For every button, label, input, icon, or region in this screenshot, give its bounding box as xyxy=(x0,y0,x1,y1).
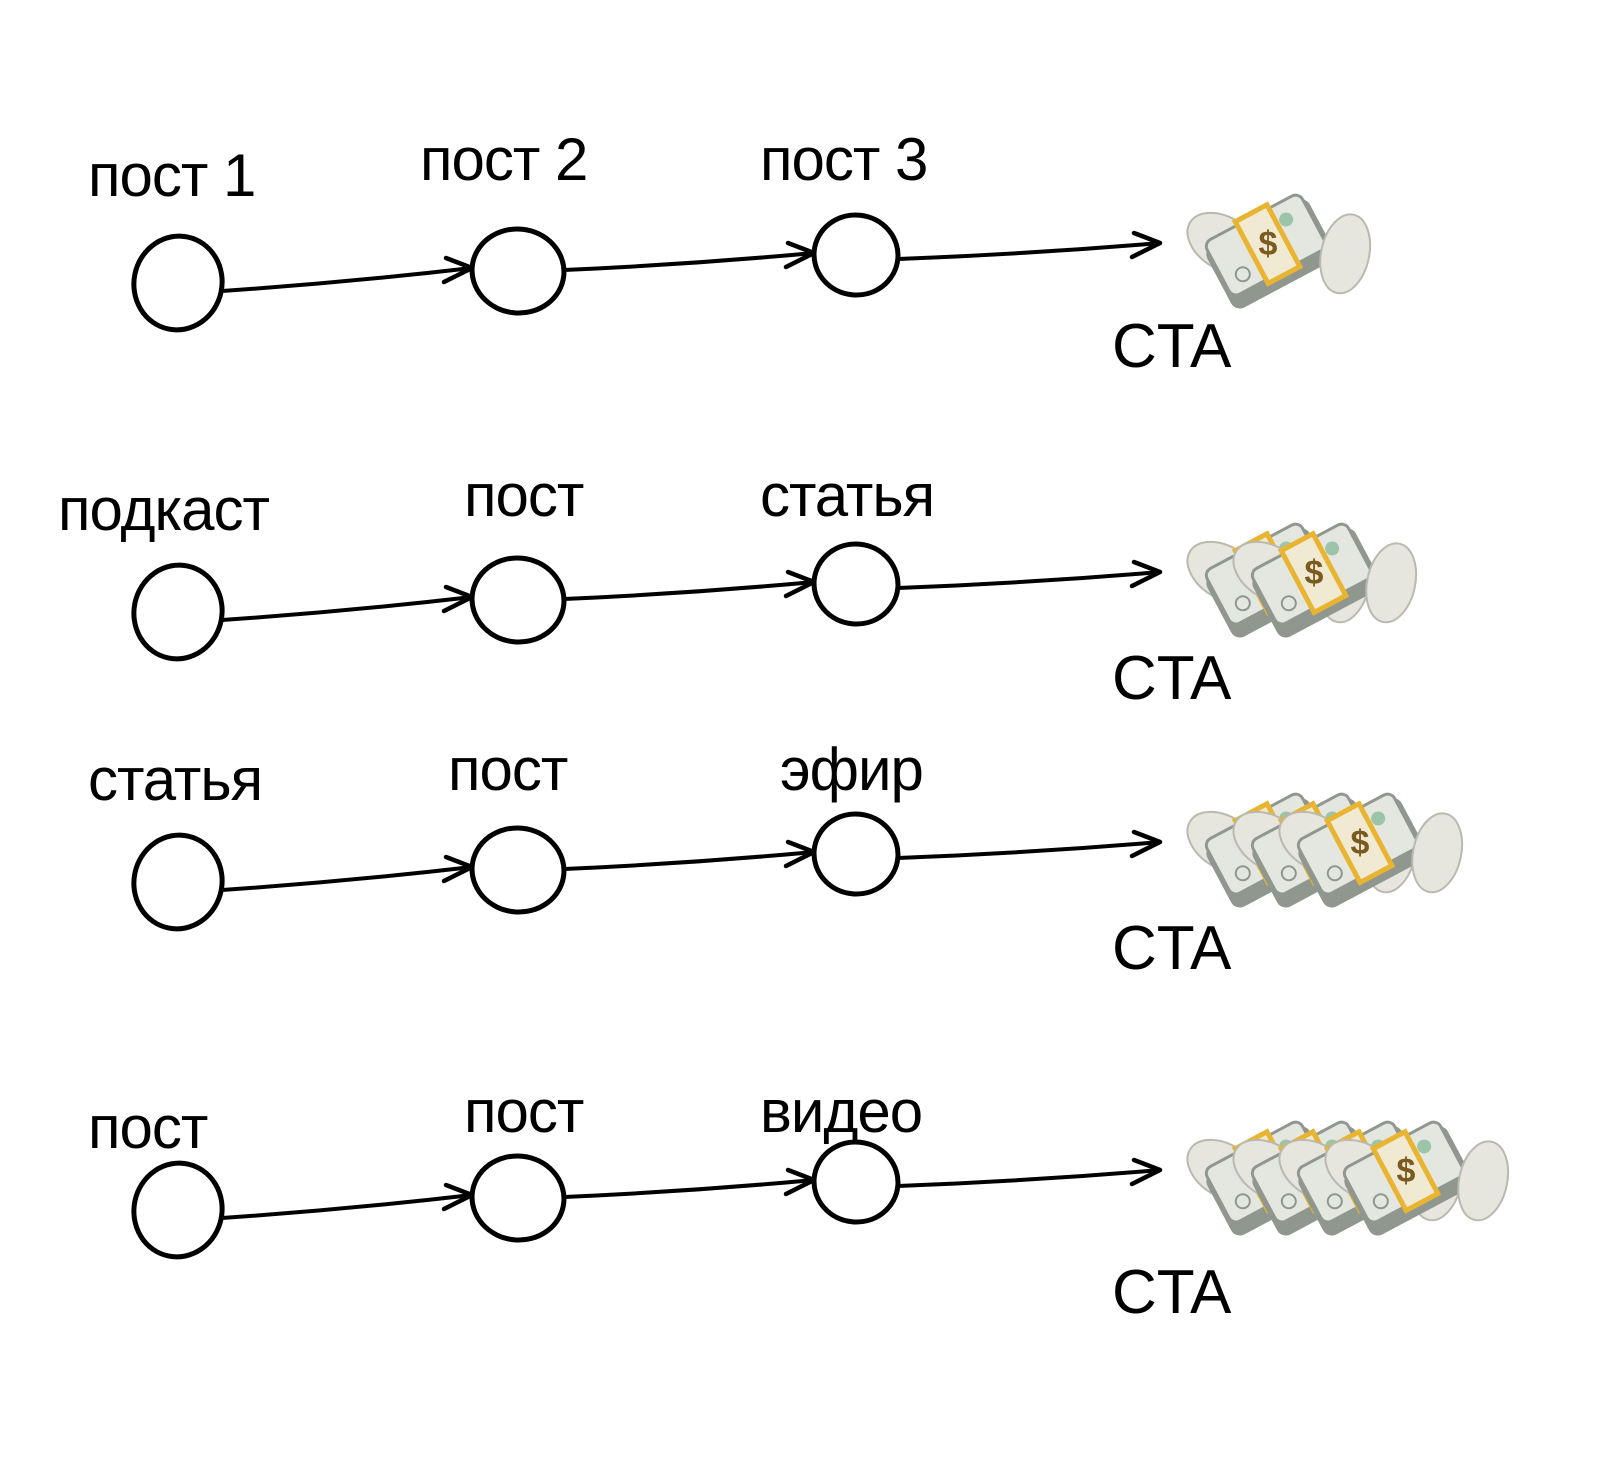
step-label-1-1: пост 1 xyxy=(88,142,256,209)
step-node-3-1 xyxy=(131,832,225,932)
arrowhead-icon xyxy=(441,584,475,614)
step-node-2-3 xyxy=(811,541,901,627)
funnel-row-4-graphics: $$$$ xyxy=(131,1120,1510,1260)
step-label-4-3: видео xyxy=(760,1078,923,1145)
svg-text:$: $ xyxy=(1305,554,1324,592)
cta-label-1: CTA xyxy=(1112,312,1232,381)
step-label-3-2: пост xyxy=(448,736,568,803)
cta-label-2: CTA xyxy=(1112,644,1232,713)
step-label-4-1: пост xyxy=(88,1094,208,1161)
money-with-wings-icon: $ xyxy=(1186,193,1372,309)
connector-arrow-2-2 xyxy=(562,580,816,601)
funnel-row-3-graphics: $$$ xyxy=(131,792,1464,932)
arrowhead-icon xyxy=(1129,559,1163,589)
connector-arrow-3-2 xyxy=(562,850,816,871)
cta-label-4: CTA xyxy=(1112,1258,1232,1327)
arrowhead-icon xyxy=(783,1167,817,1197)
cta-label-3: CTA xyxy=(1112,914,1232,983)
svg-text:$: $ xyxy=(1397,1152,1416,1190)
funnel-row-1-graphics: $ xyxy=(131,193,1372,333)
step-node-2-1 xyxy=(131,562,225,662)
step-node-1-1 xyxy=(131,233,225,333)
step-node-1-3 xyxy=(811,212,901,298)
arrowhead-icon xyxy=(783,839,817,869)
svg-text:$: $ xyxy=(1259,225,1278,263)
step-node-3-2 xyxy=(469,825,567,915)
arrowhead-icon xyxy=(441,255,475,285)
step-node-1-2 xyxy=(469,226,567,316)
svg-text:$: $ xyxy=(1351,824,1370,862)
arrowhead-icon xyxy=(1129,230,1163,260)
connector-arrow-1-2 xyxy=(562,251,816,272)
arrowhead-icon xyxy=(1129,1157,1163,1187)
step-node-4-3 xyxy=(811,1139,901,1225)
step-label-1-2: пост 2 xyxy=(420,126,588,193)
step-node-4-2 xyxy=(469,1153,567,1243)
money-with-wings-icon: $ xyxy=(1278,792,1464,908)
connector-arrow-3-1 xyxy=(220,865,474,892)
connector-arrow-3-3 xyxy=(896,840,1162,860)
arrowhead-icon xyxy=(441,1182,475,1212)
money-with-wings-icon: $ xyxy=(1324,1120,1510,1236)
funnel-row-2-graphics: $$ xyxy=(131,522,1418,662)
connector-arrow-2-1 xyxy=(220,595,474,622)
arrowhead-icon xyxy=(1129,829,1163,859)
arrowhead-icon xyxy=(441,854,475,884)
step-label-3-3: эфир xyxy=(780,736,924,803)
step-label-1-3: пост 3 xyxy=(760,126,928,193)
step-node-2-2 xyxy=(469,555,567,645)
connector-arrow-4-3 xyxy=(896,1168,1162,1188)
connector-arrow-4-1 xyxy=(220,1193,474,1220)
connector-arrow-4-2 xyxy=(562,1178,816,1199)
step-label-2-2: пост xyxy=(464,462,584,529)
step-label-2-1: подкаст xyxy=(58,476,270,543)
money-with-wings-icon: $ xyxy=(1232,522,1418,638)
step-label-2-3: статья xyxy=(760,462,935,529)
arrowhead-icon xyxy=(783,240,817,270)
connector-arrow-2-3 xyxy=(896,570,1162,590)
connector-arrow-1-1 xyxy=(220,266,474,293)
step-label-3-1: статья xyxy=(88,746,263,813)
connector-arrow-1-3 xyxy=(896,241,1162,261)
arrowhead-icon xyxy=(783,569,817,599)
step-label-4-2: пост xyxy=(464,1078,584,1145)
step-node-3-3 xyxy=(811,811,901,897)
step-node-4-1 xyxy=(131,1160,225,1260)
